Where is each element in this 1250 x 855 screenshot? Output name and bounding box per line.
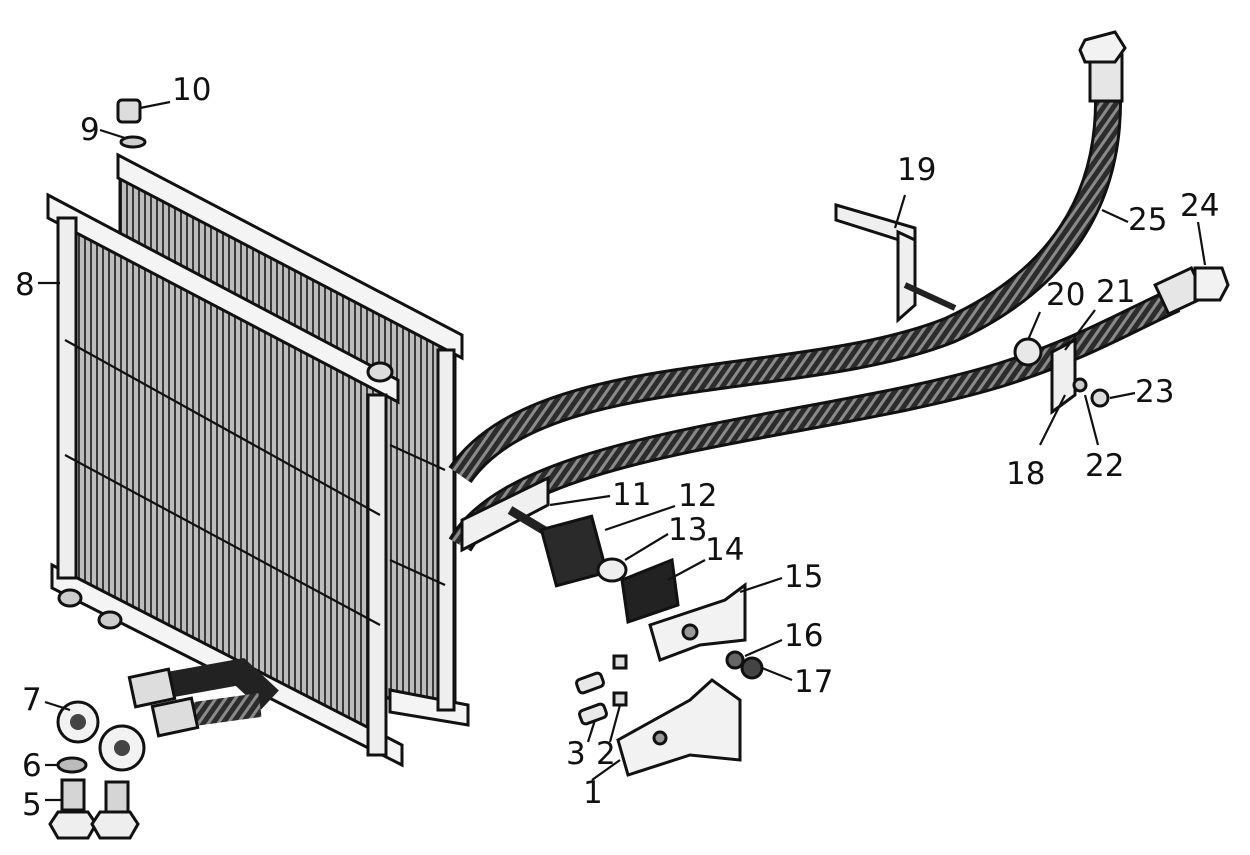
callout-20: 20 [1046,277,1085,313]
callout-15: 15 [784,559,823,595]
callout-8: 8 [15,267,35,303]
callout-3: 3 [566,736,586,772]
outlet-pipes [127,658,279,738]
clip-bracket [834,203,957,324]
front-radiator-core [46,192,446,768]
callout-9: 9 [80,112,100,148]
callout-11: 11 [612,477,651,513]
callout-6: 6 [22,748,42,784]
callout-24: 24 [1180,188,1219,224]
callout-14: 14 [705,532,744,568]
callout-21: 21 [1096,274,1135,310]
callout-10: 10 [172,72,211,108]
mounting-brackets [616,582,747,777]
clamp-parts [539,514,680,625]
callout-23: 23 [1135,374,1174,410]
callout-2: 2 [596,736,616,772]
filler-cap [116,98,147,149]
banjo-fittings [48,700,146,840]
bolts-and-nuts [575,650,764,726]
hose-clamp-set [1013,337,1110,415]
callout-16: 16 [784,618,823,654]
callout-17: 17 [794,664,833,700]
callout-25: 25 [1128,202,1167,238]
callout-labels: 1 2 3 5 6 7 8 9 10 11 12 13 14 15 16 17 … [15,72,1219,823]
callout-22: 22 [1085,448,1124,484]
callout-1: 1 [583,775,603,811]
leader-lines [38,100,1207,802]
callout-13: 13 [668,512,707,548]
callout-18: 18 [1006,456,1045,492]
callout-12: 12 [678,478,717,514]
callout-7: 7 [22,682,42,718]
callout-19: 19 [897,152,936,188]
callout-5: 5 [22,787,42,823]
